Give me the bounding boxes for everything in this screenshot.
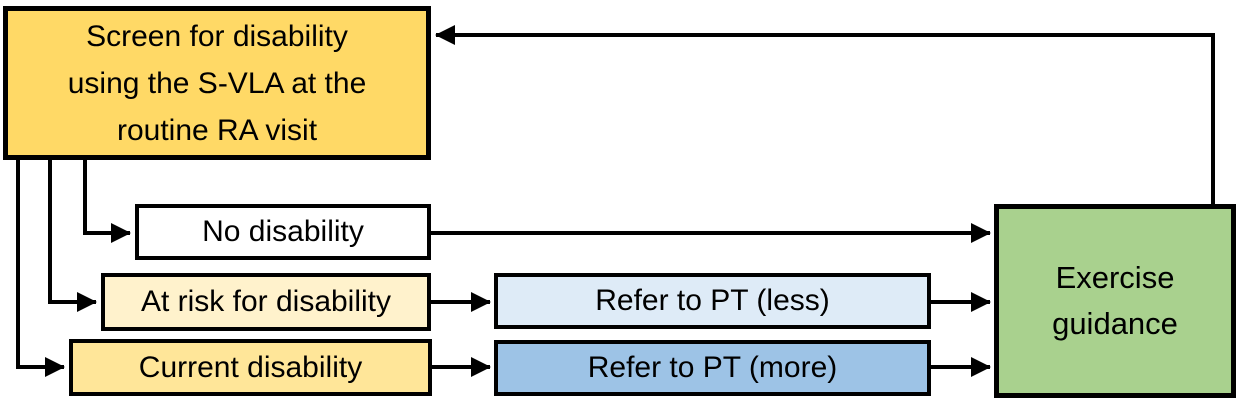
node-no-disability: No disability xyxy=(135,204,431,260)
arrow-screen-to-current-disability xyxy=(16,157,65,377)
node-at-risk-for-disability: At risk for disability xyxy=(101,273,431,331)
node-exercise-guidance: Exercise guidance xyxy=(994,204,1236,398)
node-refer-to-pt-more: Refer to PT (more) xyxy=(494,340,931,396)
node-refer-to-pt-less: Refer to PT (less) xyxy=(494,273,931,329)
node-screen-for-disability: Screen for disability using the S-VLA at… xyxy=(3,6,431,160)
arrow-screen-to-at-risk xyxy=(48,157,97,312)
arrow-exercise-to-screen-feedback xyxy=(435,25,1215,206)
arrow-screen-to-no-disability xyxy=(83,157,131,243)
node-current-disability: Current disability xyxy=(69,339,432,396)
